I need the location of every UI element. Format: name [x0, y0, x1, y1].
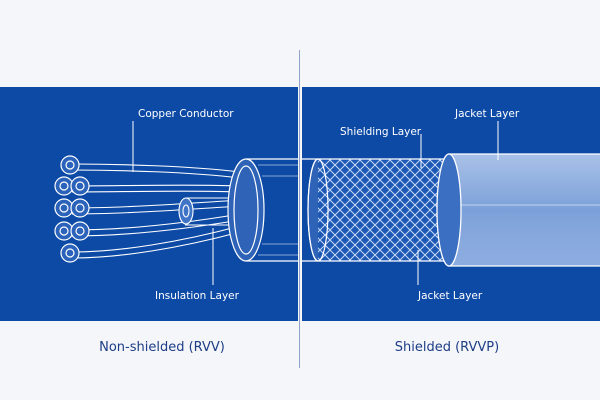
braided-shield	[307, 158, 448, 262]
outer-sheath	[227, 158, 300, 262]
copper-conductor-label: Copper Conductor	[138, 108, 234, 120]
right-panel-caption: Shielded (RVVP)	[395, 340, 499, 355]
conductor-ends	[54, 155, 90, 263]
shielding-layer-label: Shielding Layer	[340, 126, 422, 138]
jacket-layer-top-label: Jacket Layer	[454, 108, 520, 120]
left-panel-caption: Non-shielded (RVV)	[99, 340, 225, 355]
panel-divider	[299, 50, 300, 368]
jacket-layer	[436, 153, 600, 267]
insulation-layer-label: Insulation Layer	[155, 290, 240, 302]
left-panel: Copper Conductor Insulation Layer	[0, 87, 300, 321]
jacket-layer-bottom-label: Jacket Layer	[417, 290, 483, 302]
right-panel: Shielding Layer Jacket Layer Jacket Laye…	[302, 87, 600, 321]
